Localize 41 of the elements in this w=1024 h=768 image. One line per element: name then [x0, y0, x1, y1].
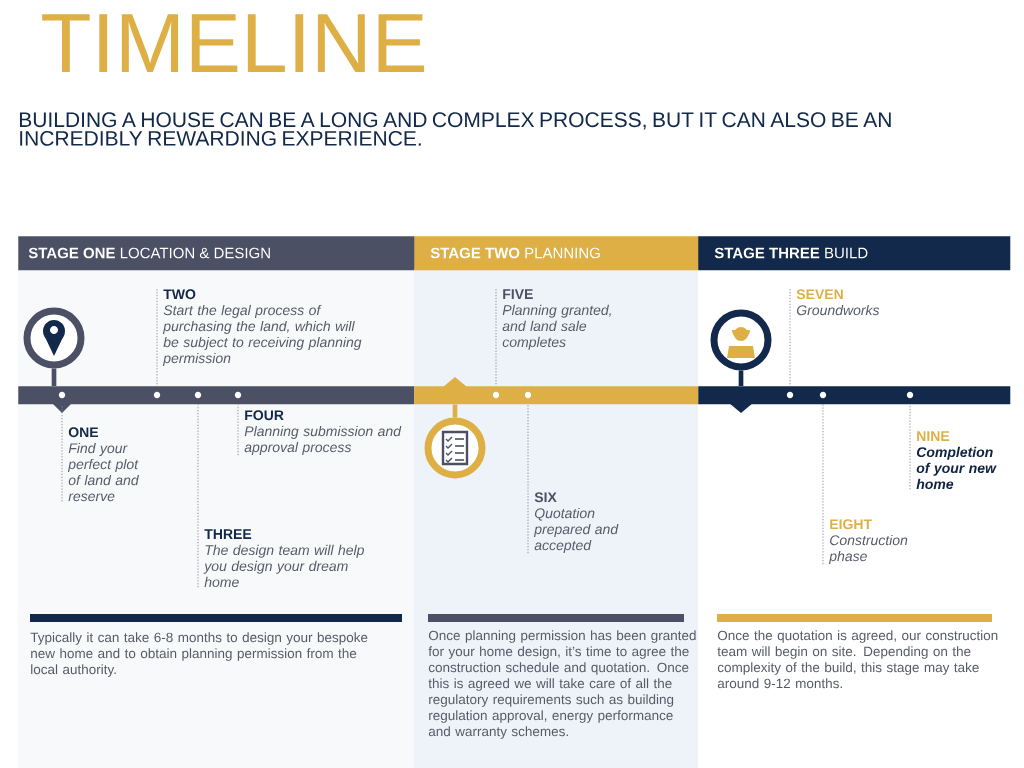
icon-ring: [424, 417, 486, 479]
paragraph: Once the quotation is agreed, our construction team will begin on site. Depending on the complexity of the build, this stage may take around 9-12 months.: [717, 630, 998, 689]
milestone-heading: TWO: [163, 289, 196, 300]
stage-banner: STAGE TWO PLANNING: [414, 236, 708, 271]
milestone-text: Quotation prepared and accepted: [533, 507, 619, 553]
leader-line: [789, 288, 791, 387]
connector-stem: [452, 404, 458, 418]
connector-stem: [738, 370, 744, 386]
milestone-text: The design team will help you design your dream home: [203, 544, 364, 588]
leader-line: [237, 404, 239, 456]
paragraph: Once planning permission has been granted for your home design, it’s time to agree the construction schedule and quotation. Once this is agreed we will take care of all the regulatory requirements such as building regulation approval, energy performance and warranty schemes.: [428, 630, 696, 739]
milestone-text: Planning granted, and land sale completes: [502, 304, 611, 350]
milestone-text: Find your perfect plot of land and reserve: [67, 442, 139, 502]
milestone-text: Construction phase: [828, 534, 908, 564]
milestone-heading: NINE: [917, 431, 950, 441]
timeline-bar: [698, 386, 1011, 413]
timeline-bar: [414, 377, 699, 405]
stage-banner: STAGE THREE BUILD: [698, 236, 1011, 271]
leader-line: [495, 288, 497, 387]
milestone-heading: ONE: [68, 427, 99, 438]
milestone-heading: SEVEN: [796, 289, 843, 300]
leader-line: [822, 404, 824, 565]
leader-line: [61, 404, 63, 502]
connector-stem: [51, 368, 57, 386]
milestone-heading: SIX: [534, 492, 557, 503]
paragraph: Typically it can take 6-8 months to design your bespoke new home and to obtain planning permission from the local authority.: [30, 632, 368, 677]
milestone-text: Completion of your new home: [916, 446, 997, 490]
milestone-heading: FIVE: [503, 289, 533, 299]
leader-line: [156, 288, 158, 387]
milestone-heading: FOUR: [245, 410, 284, 421]
milestone-heading: EIGHT: [830, 519, 872, 530]
leader-line: [197, 404, 199, 588]
milestone-text: Planning submission and approval process: [244, 425, 402, 455]
subtitle: BUILDING A HOUSE CAN BE A LONG AND COMPLEX PROCESS, BUT IT CAN ALSO BE AN INCREDIBLY REWARDING EXPERIENCE.: [20, 112, 891, 146]
stage-banner: STAGE ONE LOCATION & DESIGN: [18, 236, 424, 271]
leader-line: [909, 404, 911, 490]
milestone-heading: THREE: [204, 529, 252, 539]
milestone-text: Start the legal process of purchasing the land, which will be subject to receiving planning permission: [162, 304, 362, 366]
leader-line: [527, 404, 529, 554]
title: TIMELINE: [42, 14, 425, 72]
milestone-text: Groundworks: [796, 304, 880, 316]
